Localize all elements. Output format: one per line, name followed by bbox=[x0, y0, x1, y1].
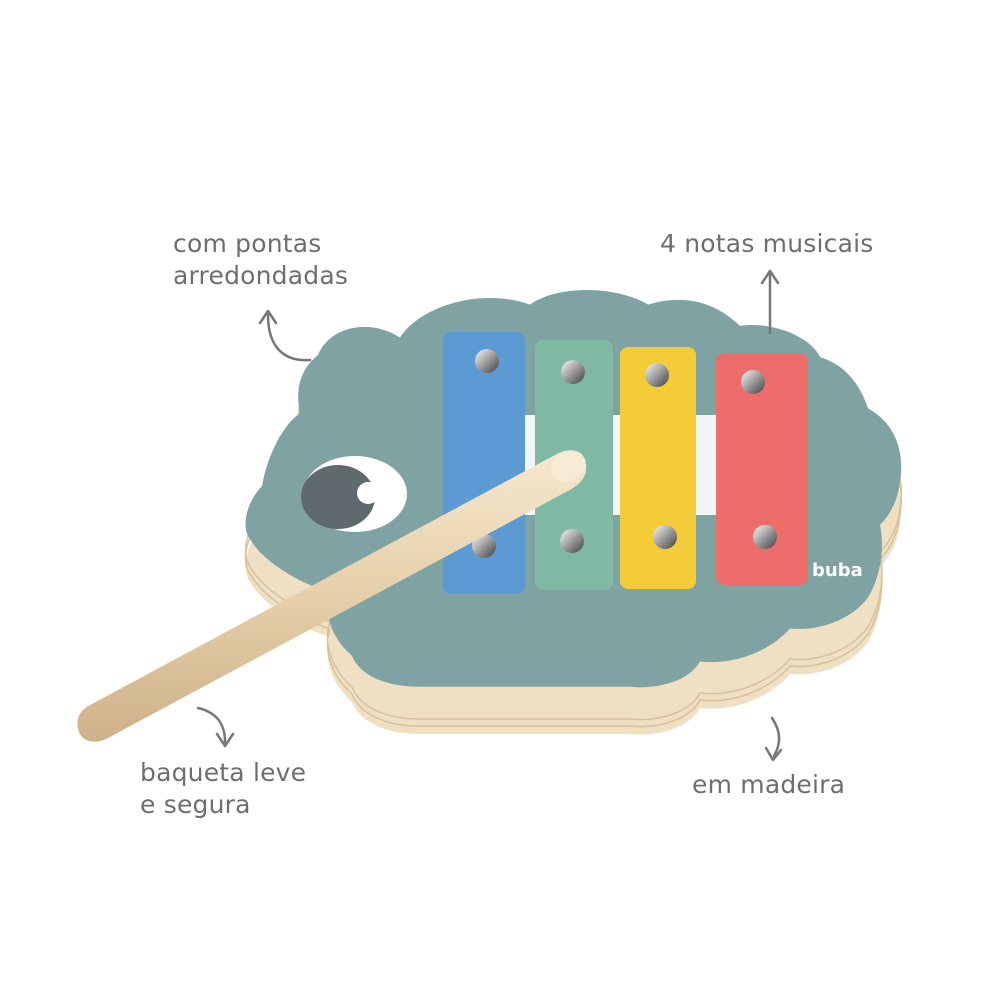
label-line: em madeira bbox=[692, 770, 846, 799]
curved-down-arrow-icon bbox=[764, 716, 783, 762]
label-line: com pontas bbox=[173, 229, 322, 258]
label-line: 4 notas musicais bbox=[660, 229, 874, 258]
brand-logo: buba bbox=[812, 560, 863, 581]
label-wood: em madeira bbox=[692, 769, 845, 801]
curved-down-arrow-icon bbox=[196, 706, 235, 748]
label-musical-notes: 4 notas musicais bbox=[660, 228, 874, 260]
bolts bbox=[472, 349, 777, 558]
mallet[interactable] bbox=[77, 446, 591, 742]
up-arrow-icon bbox=[760, 269, 780, 335]
label-line: arredondadas bbox=[173, 261, 349, 290]
bar-yellow[interactable] bbox=[620, 347, 696, 589]
curved-arrow-icon bbox=[258, 309, 312, 362]
bar-red[interactable] bbox=[716, 353, 808, 585]
label-rounded-tips: com pontas arredondadas bbox=[173, 228, 348, 292]
label-line: e segura bbox=[140, 790, 251, 819]
xylophone-bars bbox=[443, 332, 808, 594]
label-mallet: baqueta leve e segura bbox=[140, 757, 306, 821]
label-line: baqueta leve bbox=[140, 758, 307, 787]
eye-icon bbox=[301, 456, 407, 532]
